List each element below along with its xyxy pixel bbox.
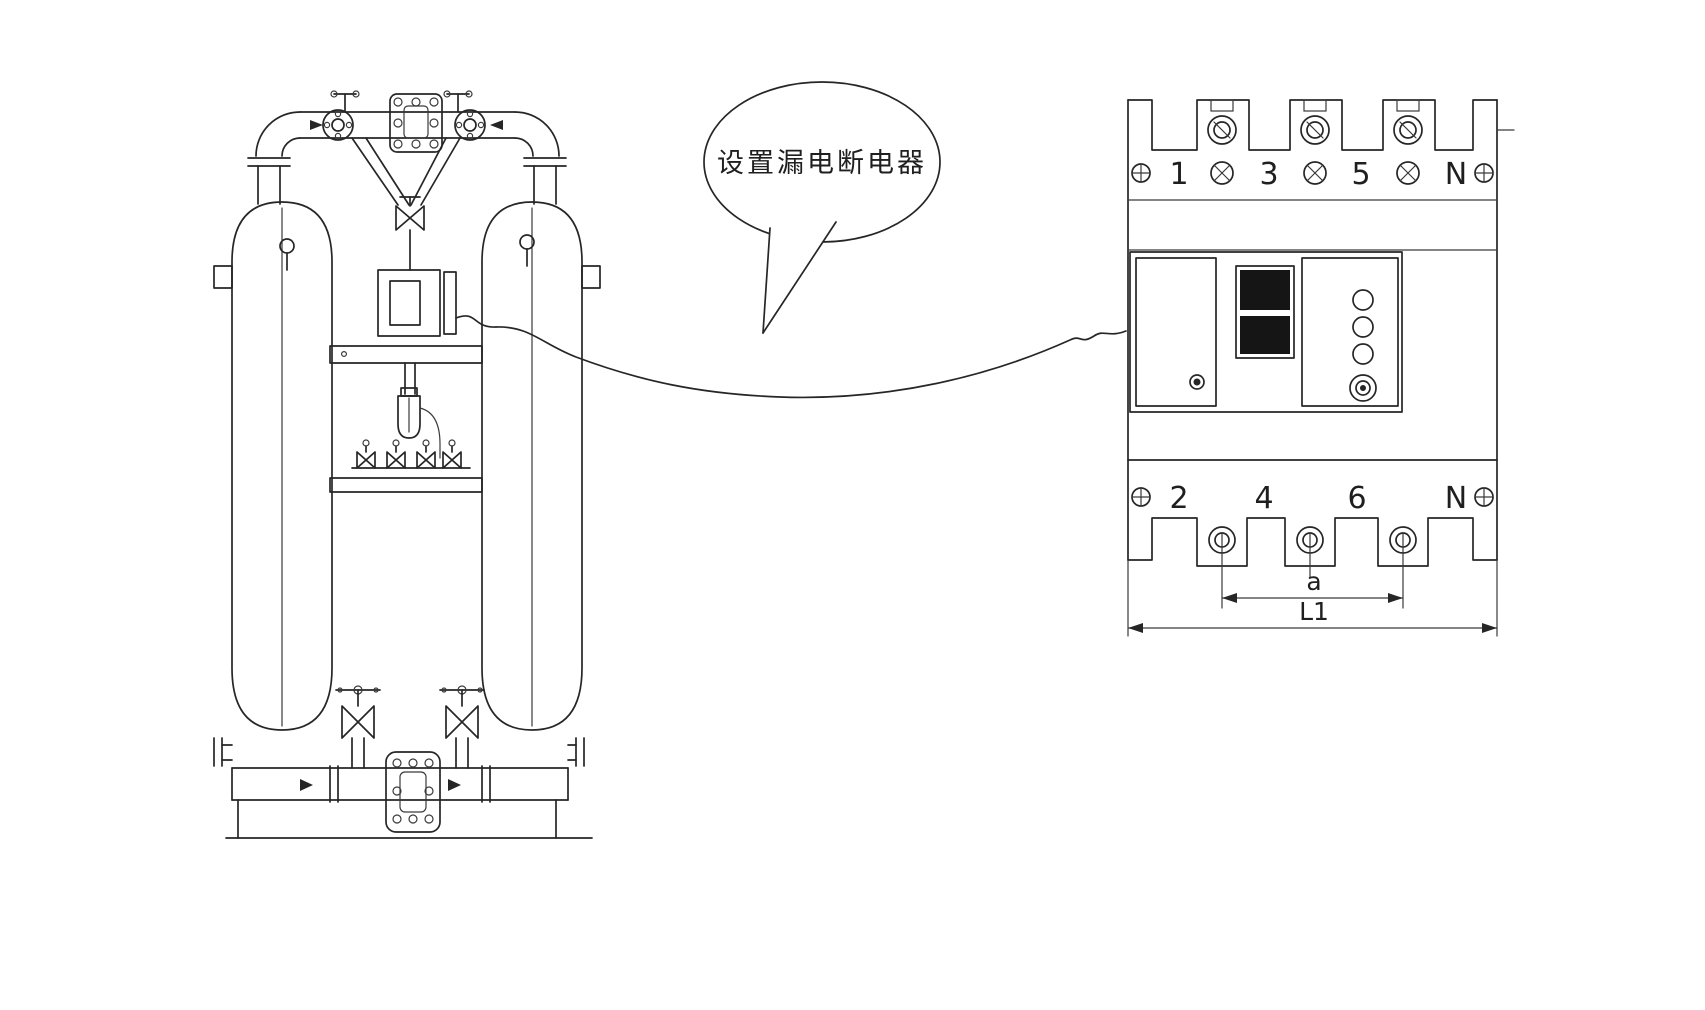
small-valve-icon (356, 439, 376, 469)
stub-flange (213, 737, 233, 767)
dim-arrow-icon (1222, 593, 1237, 603)
callout-text: 设置漏电断电器 (717, 148, 927, 179)
dimension-a: a (1221, 547, 1404, 609)
flow-arrow-icon (448, 779, 461, 791)
bottom-tab-screws (1208, 526, 1417, 554)
upper-crossbar (329, 345, 483, 364)
terminal-label-5: 5 (1351, 157, 1370, 192)
dim-arrow-icon (1128, 623, 1143, 633)
bottom-flange-block (385, 751, 441, 833)
left-panel (1135, 257, 1217, 407)
left-elbow-flange (247, 111, 301, 205)
bottom-valve-icon (439, 685, 485, 769)
valve-manifold (351, 439, 471, 469)
indicator-circle (1352, 316, 1374, 338)
mounting-screw-icon (1474, 487, 1494, 507)
terminal-label-n-top: N (1445, 157, 1467, 192)
dim-arrow-icon (1388, 593, 1403, 603)
valve-handle-icon (330, 90, 360, 113)
panel-screw-icon (1189, 374, 1205, 390)
pipe-flange (454, 109, 486, 141)
dimension-l1: L1 (1127, 559, 1498, 637)
flow-arrow-icon (490, 120, 503, 130)
dim-arrow-icon (1482, 623, 1497, 633)
terminal-screw-icon (1393, 115, 1423, 145)
mounting-screw-icon (1131, 163, 1151, 183)
valve-handle-icon (443, 90, 473, 113)
terminal-label-2: 2 (1169, 481, 1188, 516)
flow-arrow-icon (300, 779, 313, 791)
flow-arrow-icon (310, 120, 323, 130)
breaker-face-plate (1129, 251, 1403, 413)
terminal-label-4: 4 (1254, 481, 1273, 516)
small-valve-icon (386, 439, 406, 469)
test-button-icon (1349, 374, 1377, 402)
terminal-label-3: 3 (1259, 157, 1278, 192)
right-elbow-flange (514, 111, 567, 205)
dryer-bottom-piping (213, 685, 593, 839)
breaker-body-outline (1127, 99, 1515, 567)
indicator-circle (1352, 289, 1374, 311)
terminal-screw-icon (1303, 161, 1327, 185)
dimension-l1-label: L1 (1299, 597, 1329, 626)
terminal-label-1: 1 (1169, 157, 1188, 192)
small-valve-icon (442, 439, 462, 469)
lower-crossbar (329, 477, 483, 493)
dryer-center-column (329, 196, 483, 493)
top-tab-screws (1207, 115, 1423, 145)
dryer-top-manifold (247, 90, 567, 206)
control-box (377, 269, 457, 337)
stub-flange (567, 737, 585, 767)
dryer-left-tank (213, 201, 333, 731)
terminal-label-n-bottom: N (1445, 481, 1467, 516)
indicator-circle (1352, 343, 1374, 365)
terminal-screw-icon (1396, 161, 1420, 185)
terminal-screw-icon (1207, 115, 1237, 145)
pipe-flange (322, 109, 354, 141)
callout-bubble: 设置漏电断电器 (703, 81, 941, 334)
mounting-screw-icon (1131, 487, 1151, 507)
globe-valve-icon (395, 196, 425, 231)
mounting-screw-icon (1474, 163, 1494, 183)
circuit-breaker-drawing: 1 3 5 N (1127, 99, 1515, 637)
center-flange-block (389, 93, 443, 153)
air-dryer-drawing (213, 90, 601, 839)
bottom-valve-icon (335, 685, 381, 769)
terminal-screw-icon (1300, 115, 1330, 145)
dimension-a-label: a (1306, 567, 1321, 596)
filter-regulator (397, 387, 441, 459)
connector-line (455, 315, 1127, 399)
top-terminal-row: 1 3 5 N (1131, 157, 1494, 192)
breaker-toggle-switch (1235, 265, 1295, 359)
terminal-label-6: 6 (1347, 481, 1366, 516)
right-panel (1301, 257, 1399, 407)
bottom-terminal-row: 2 4 6 N (1131, 481, 1494, 516)
dryer-right-tank (481, 201, 601, 731)
small-valve-icon (416, 439, 436, 469)
terminal-screw-icon (1210, 161, 1234, 185)
